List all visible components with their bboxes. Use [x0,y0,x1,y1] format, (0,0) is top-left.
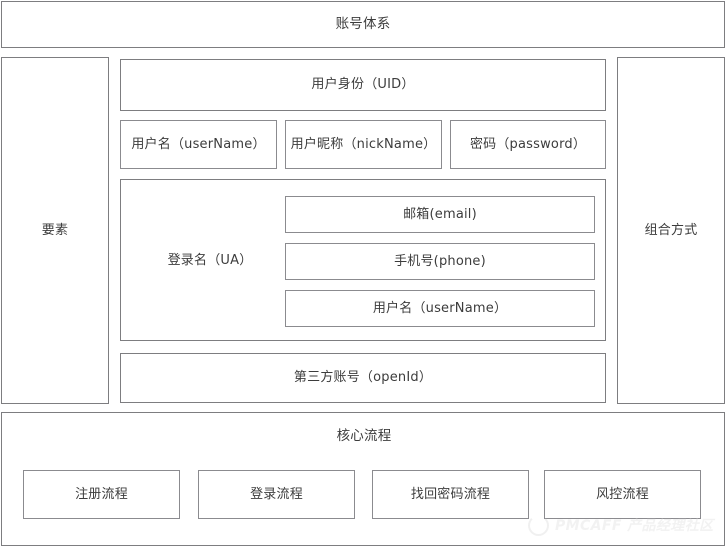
flow-box-register: 注册流程 [23,470,180,519]
element-box-phone: 手机号(phone) [285,243,595,280]
element-box-nickname: 用户昵称（nickName） [285,120,442,169]
elements-column-label: 要素 [1,57,109,404]
core-flow-section: 核心流程 注册流程 登录流程 找回密码流程 风控流程 [1,412,725,546]
element-box-openid: 第三方账号（openId） [120,353,606,403]
element-box-loginname-username: 用户名（userName） [285,290,595,327]
element-box-username: 用户名（userName） [120,120,277,169]
element-group-loginname: 登录名（UA） 邮箱(email) 手机号(phone) 用户名（userNam… [120,179,606,341]
combination-column-label: 组合方式 [617,57,725,404]
element-group-loginname-label: 登录名（UA） [167,253,253,269]
flow-box-login: 登录流程 [198,470,355,519]
element-box-email: 邮箱(email) [285,196,595,233]
element-box-uid: 用户身份（UID） [120,59,606,111]
element-box-password: 密码（password） [450,120,606,169]
flow-box-risk-control: 风控流程 [544,470,701,519]
flow-box-password-recovery: 找回密码流程 [372,470,529,519]
diagram-title-banner: 账号体系 [1,1,725,48]
core-flow-title: 核心流程 [336,427,392,444]
